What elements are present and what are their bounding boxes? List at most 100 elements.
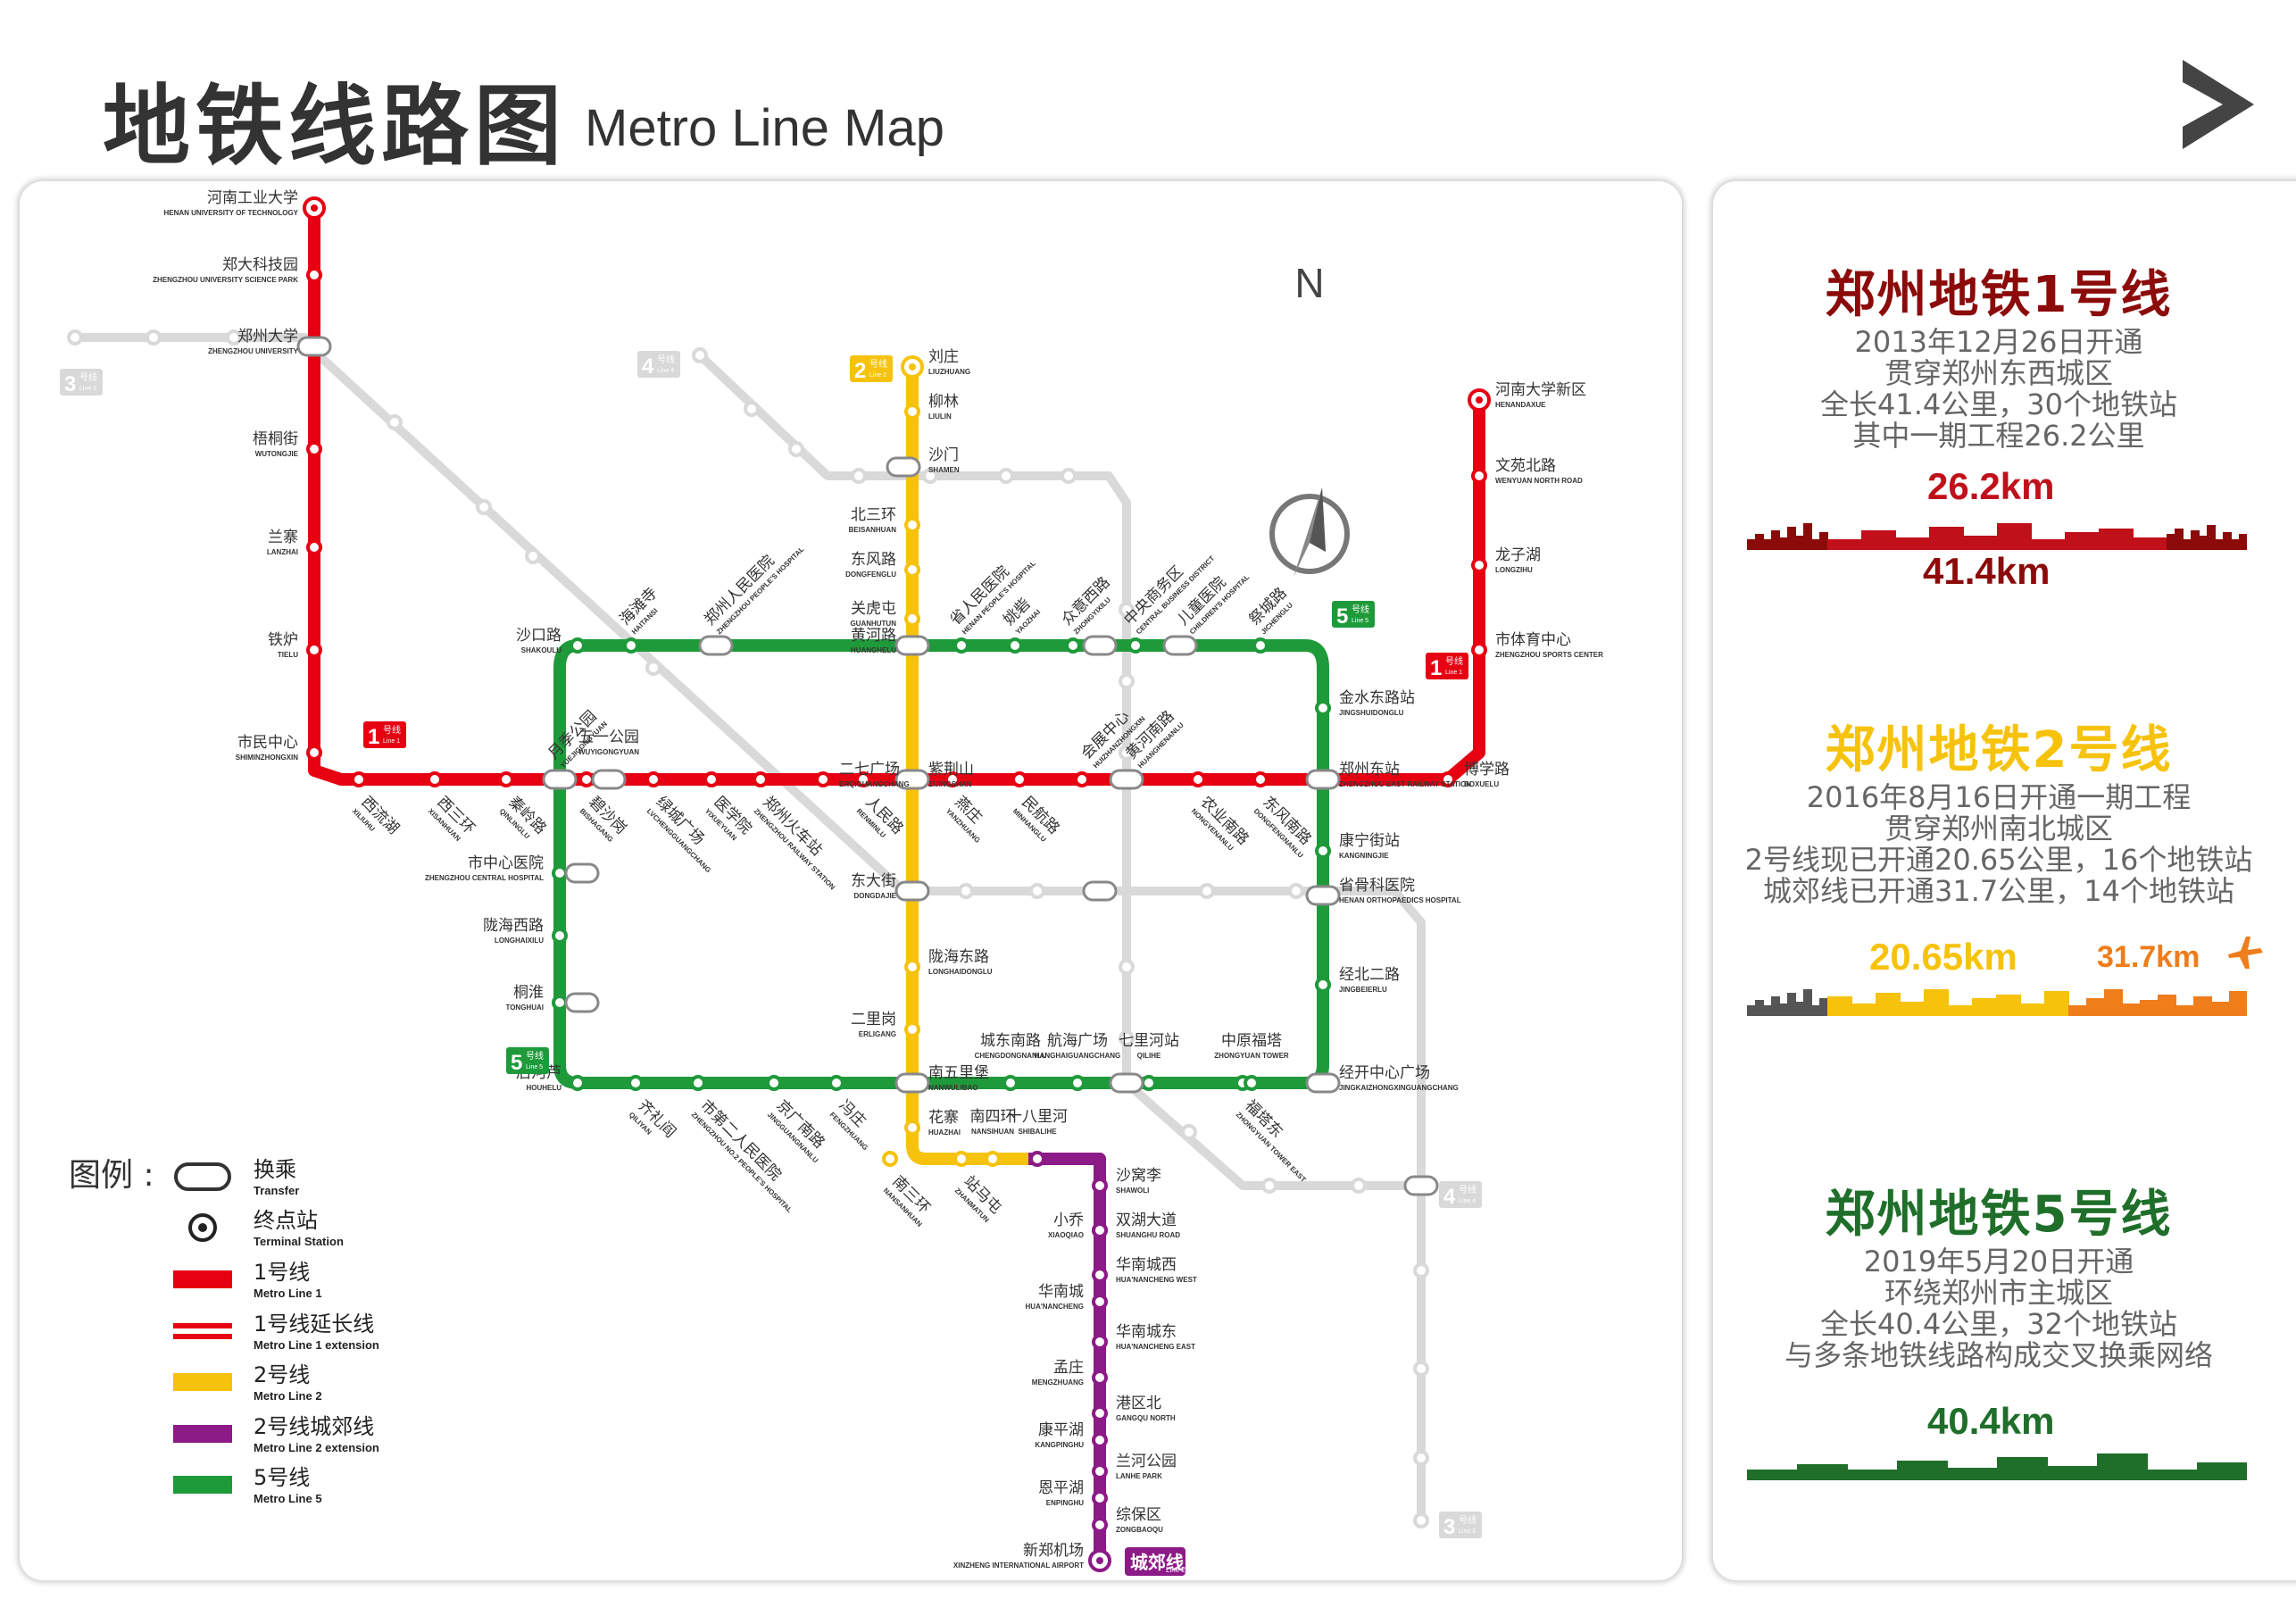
station-dot[interactable] (1092, 1267, 1108, 1283)
station-dot[interactable] (1029, 1151, 1045, 1167)
station-dot[interactable] (1244, 1075, 1260, 1091)
station-dot[interactable] (953, 1151, 969, 1167)
station-dot[interactable] (570, 1075, 586, 1091)
station-dot[interactable] (645, 771, 661, 787)
station-dot[interactable] (570, 637, 586, 654)
station-dot[interactable] (1092, 1222, 1108, 1238)
station-dot[interactable] (552, 928, 568, 944)
station-dot[interactable] (1092, 1432, 1108, 1448)
transfer-icon[interactable] (591, 769, 627, 790)
station-name-zh: 华南城 (1038, 1283, 1084, 1301)
station-dot[interactable] (1007, 637, 1023, 654)
station-dot[interactable] (1092, 1490, 1108, 1506)
station-dot[interactable] (552, 995, 568, 1011)
transfer-icon[interactable] (1109, 1072, 1144, 1094)
station-dot[interactable] (882, 1151, 898, 1167)
transfer-icon[interactable] (894, 1072, 930, 1094)
station-dot[interactable] (306, 441, 322, 457)
transfer-icon[interactable] (1162, 635, 1198, 656)
station-dot[interactable] (351, 771, 367, 787)
transfer-icon[interactable] (564, 862, 600, 884)
station-dot[interactable] (1315, 977, 1331, 993)
transfer-icon[interactable] (1082, 635, 1118, 656)
station-dot[interactable] (985, 1151, 1001, 1167)
station-dot[interactable] (306, 642, 322, 658)
transfer-icon[interactable] (564, 992, 600, 1013)
transfer-icon[interactable] (1305, 769, 1341, 790)
station-dot[interactable] (1092, 1294, 1108, 1310)
station-dot[interactable] (1092, 1405, 1108, 1421)
station-dot[interactable] (1092, 1178, 1108, 1194)
station-dot[interactable] (1092, 1517, 1108, 1533)
station-dot[interactable] (904, 562, 920, 578)
station-dot[interactable] (1252, 771, 1269, 787)
transfer-icon[interactable] (698, 635, 734, 656)
station-dot[interactable] (1315, 700, 1331, 716)
station-name-en: XIAOQIAO (1048, 1231, 1084, 1239)
legend-label-zh: 2号线 (254, 1362, 310, 1387)
station-dot[interactable] (1471, 557, 1487, 573)
station-dot[interactable] (427, 771, 443, 787)
station-dot[interactable] (904, 959, 920, 975)
station-dot[interactable] (1440, 771, 1456, 787)
station-dot[interactable] (766, 1075, 782, 1091)
station-dot[interactable] (1069, 1075, 1086, 1091)
station-dot[interactable] (1141, 1075, 1157, 1091)
station-name-en: WENYUAN NORTH ROAD (1495, 477, 1583, 485)
station-dot[interactable] (1011, 771, 1027, 787)
station-dot[interactable] (904, 517, 920, 533)
page-title-en: Metro Line Map (585, 99, 944, 157)
station-dot[interactable] (1002, 1075, 1019, 1091)
station-dot[interactable] (1471, 642, 1487, 658)
badge-zh: 号线 (657, 354, 675, 365)
transfer-icon[interactable] (542, 769, 578, 790)
station-dot[interactable] (306, 267, 322, 283)
station-dot[interactable] (944, 771, 961, 787)
station-dot[interactable] (703, 771, 720, 787)
transfer-icon[interactable] (1305, 885, 1341, 906)
transfer-icon[interactable] (1305, 1072, 1341, 1094)
station-dot[interactable] (306, 745, 322, 761)
station-dot[interactable] (1190, 771, 1206, 787)
station-dot[interactable] (1092, 1370, 1108, 1386)
station-dot[interactable] (904, 404, 920, 420)
station-dot[interactable] (953, 637, 969, 654)
station-dot[interactable] (904, 611, 920, 627)
station-dot[interactable] (690, 1075, 706, 1091)
station-dot[interactable] (1065, 637, 1081, 654)
station-dot[interactable] (1092, 1334, 1108, 1350)
station-dot[interactable] (1471, 468, 1487, 484)
station-dot[interactable] (1127, 637, 1144, 654)
future-station-dot (744, 401, 760, 417)
station-name-zh: 郑州东站 (1339, 761, 1400, 779)
next-arrow-icon[interactable] (2178, 55, 2259, 154)
station-dot[interactable] (904, 1120, 920, 1136)
station-dot[interactable] (753, 771, 769, 787)
transfer-icon[interactable] (894, 769, 930, 790)
station-dot[interactable] (1252, 637, 1269, 654)
station-dot[interactable] (815, 771, 831, 787)
transfer-icon[interactable] (1082, 880, 1118, 902)
station-dot[interactable] (1315, 843, 1331, 859)
transfer-icon[interactable] (894, 635, 930, 656)
transfer-icon[interactable] (1403, 1175, 1439, 1196)
station-dot[interactable] (855, 771, 871, 787)
transfer-icon[interactable] (1109, 769, 1144, 790)
station-dot[interactable] (498, 771, 514, 787)
station-dot[interactable] (623, 637, 639, 654)
station-dot[interactable] (628, 1075, 644, 1091)
transfer-icon[interactable] (296, 336, 332, 357)
station-dot[interactable] (1074, 771, 1090, 787)
station-dot[interactable] (578, 771, 595, 787)
station-dot[interactable] (1092, 1463, 1108, 1479)
station-dot[interactable] (552, 865, 568, 881)
station-dot[interactable] (306, 539, 322, 555)
transfer-icon[interactable] (886, 456, 921, 478)
transfer-icon[interactable] (894, 880, 930, 902)
station-dot[interactable] (828, 1075, 844, 1091)
station-dot[interactable] (904, 1021, 920, 1037)
station-name-zh: 华南城东 (1116, 1323, 1177, 1341)
